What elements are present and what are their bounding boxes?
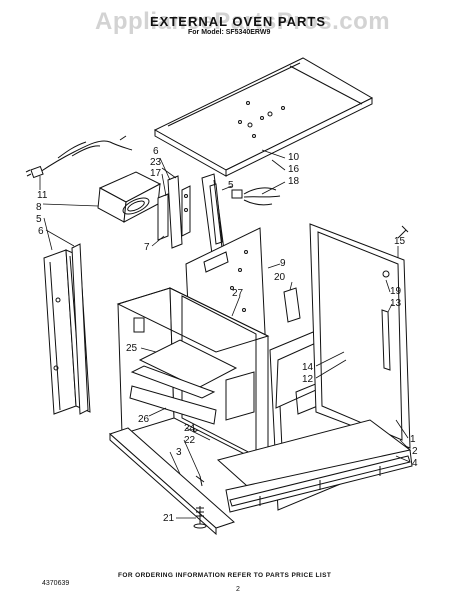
- mid-brackets: [157, 175, 191, 249]
- callout-17: 17: [150, 168, 162, 179]
- callout-6-top: 6: [153, 146, 159, 157]
- callout-24: 24: [184, 423, 196, 434]
- callout-11: 11: [37, 190, 48, 201]
- callout-9: 9: [280, 258, 286, 269]
- page-title: EXTERNAL OVEN PARTS: [150, 14, 326, 29]
- document-code: 4370639: [42, 580, 70, 587]
- callout-26: 26: [138, 414, 150, 425]
- callout-27: 27: [232, 288, 244, 299]
- callout-5-left: 5: [36, 214, 42, 225]
- callout-8: 8: [36, 202, 42, 213]
- callout-1: 1: [410, 434, 416, 445]
- callout-14: 14: [302, 362, 314, 373]
- page-number: 2: [236, 586, 240, 593]
- screws: [195, 475, 205, 487]
- callout-19: 19: [390, 286, 402, 297]
- model-subtitle: For Model: SF5340ERW9: [188, 29, 271, 36]
- callout-3: 3: [176, 447, 182, 458]
- callout-4: 4: [412, 458, 418, 469]
- base-rails: [109, 419, 413, 536]
- terminal-block: [231, 187, 281, 206]
- leveling-leg: [193, 506, 207, 529]
- callout-23: 23: [150, 157, 162, 168]
- callout-22: 22: [184, 435, 196, 446]
- callout-6-left: 6: [38, 226, 44, 237]
- vent-duct: [97, 171, 162, 223]
- right-side-panel: [309, 223, 411, 449]
- callout-25: 25: [126, 343, 138, 354]
- ordering-note: FOR ORDERING INFORMATION REFER TO PARTS …: [118, 572, 332, 579]
- power-cord: [25, 135, 133, 179]
- callout-labels: 11 8 5 6 6 23 17 7 5 10 16 18 9 20 27 25…: [36, 146, 418, 524]
- callout-10: 10: [288, 152, 300, 163]
- left-side-panel: [43, 243, 91, 415]
- callout-7: 7: [144, 242, 150, 253]
- callout-2: 2: [412, 446, 418, 457]
- callout-13: 13: [390, 298, 402, 309]
- side-bracket: [201, 173, 225, 255]
- callout-15: 15: [394, 236, 406, 247]
- callout-5-right: 5: [228, 180, 234, 191]
- callout-18: 18: [288, 176, 300, 187]
- leader-lines: [39, 149, 411, 519]
- callout-21: 21: [163, 513, 175, 524]
- callout-16: 16: [288, 164, 300, 175]
- cabinet-frame: [116, 287, 270, 467]
- screw: [397, 225, 409, 239]
- callout-20: 20: [274, 272, 286, 283]
- callout-12: 12: [302, 374, 314, 385]
- watermark: AppliancePartsPros.com: [95, 8, 391, 35]
- top-panel: [153, 57, 374, 177]
